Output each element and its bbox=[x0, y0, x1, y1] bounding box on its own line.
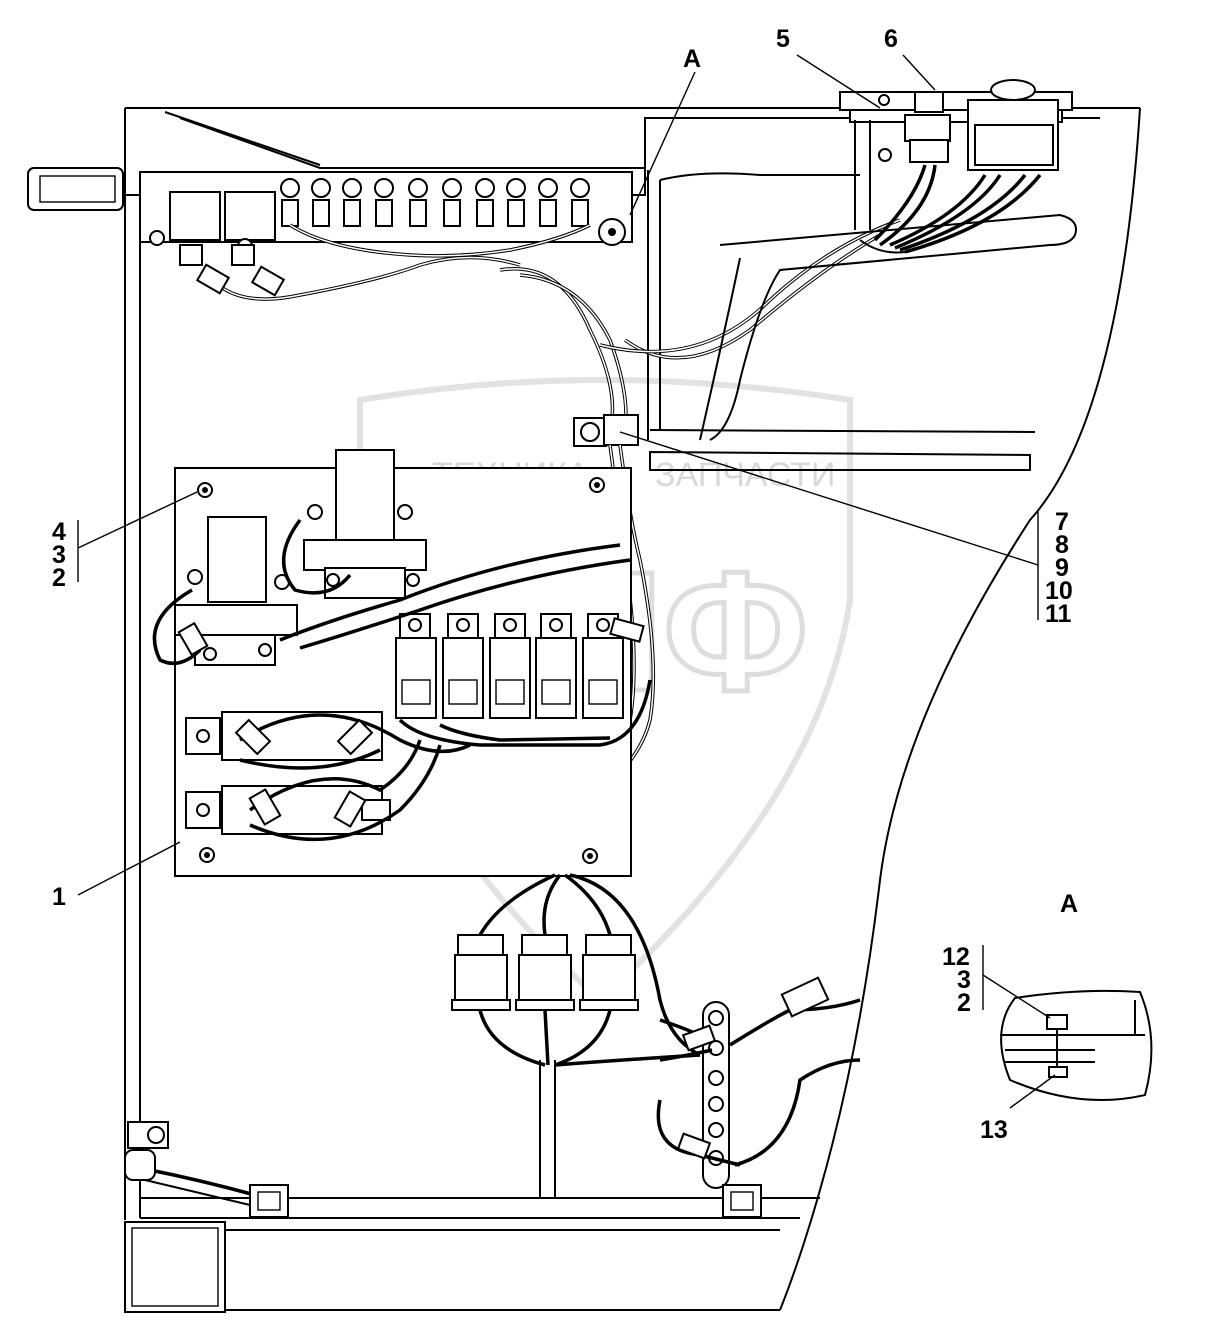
detail-a bbox=[1000, 989, 1153, 1101]
callout-1: 1 bbox=[52, 883, 66, 911]
fuse-row bbox=[280, 178, 590, 227]
callout-group-detail-1: 12 bbox=[942, 943, 970, 971]
cabinet-frame bbox=[27, 107, 1141, 1313]
bottom-clamps bbox=[124, 1121, 762, 1218]
detail-a-title: A bbox=[1060, 890, 1078, 918]
callout-group-left-3: 2 bbox=[52, 564, 66, 592]
callout-group-left-2: 3 bbox=[52, 541, 66, 569]
callout-group-right-2: 8 bbox=[1055, 531, 1069, 559]
lower-connectors bbox=[451, 873, 701, 1067]
top-harness bbox=[195, 213, 1077, 441]
cable-clamp bbox=[573, 414, 639, 447]
ground-strip bbox=[656, 976, 861, 1189]
watermark-text-2: ЗАПЧАСТИ bbox=[655, 456, 836, 494]
callout-group-detail-3: 2 bbox=[957, 989, 971, 1017]
callout-labels: 1 4 3 2 5 6 A 7 8 9 10 11 A 12 3 2 13 bbox=[52, 25, 1078, 1144]
callout-a-top: A bbox=[683, 45, 701, 73]
callout-5: 5 bbox=[776, 25, 790, 53]
small-relays bbox=[395, 613, 624, 719]
relay-plate bbox=[152, 449, 652, 877]
callout-group-right-1: 7 bbox=[1055, 508, 1069, 536]
callout-group-right-4: 10 bbox=[1045, 577, 1073, 605]
leader-lines bbox=[77, 54, 1056, 1109]
callout-group-left-1: 4 bbox=[52, 518, 66, 546]
callout-group-right-3: 9 bbox=[1055, 554, 1069, 582]
callout-13: 13 bbox=[980, 1116, 1008, 1144]
callout-group-right-5: 11 bbox=[1045, 600, 1072, 628]
switch-unit bbox=[839, 79, 1073, 254]
callout-6: 6 bbox=[884, 25, 898, 53]
callout-group-detail-2: 3 bbox=[957, 966, 971, 994]
fuse-block bbox=[139, 171, 633, 266]
